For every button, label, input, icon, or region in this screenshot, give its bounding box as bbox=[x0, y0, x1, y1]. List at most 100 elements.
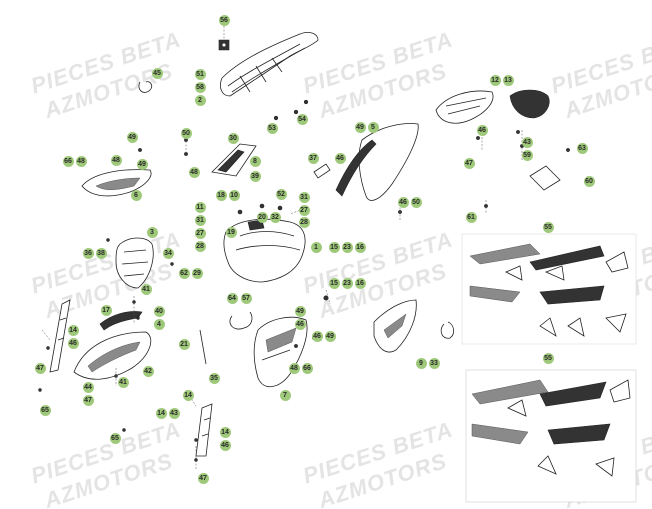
fuel-tank-part bbox=[223, 218, 306, 283]
seat-part bbox=[220, 32, 319, 97]
callout-3: 3 bbox=[146, 226, 158, 238]
hook-part bbox=[138, 81, 153, 93]
callout-65a: 65 bbox=[39, 404, 51, 416]
callout-48a: 48 bbox=[75, 155, 87, 167]
fork-guard-right-part bbox=[195, 403, 213, 457]
small-clip-part bbox=[313, 163, 331, 179]
callout-23b: 23 bbox=[341, 277, 353, 289]
callout-49c: 49 bbox=[136, 158, 148, 170]
callout-8: 8 bbox=[249, 155, 261, 167]
callout-46g: 46 bbox=[219, 439, 231, 451]
callout-2: 2 bbox=[194, 94, 206, 106]
callout-64: 64 bbox=[226, 292, 238, 304]
reflector-part bbox=[529, 165, 561, 191]
callout-30: 30 bbox=[227, 132, 239, 144]
callout-51: 51 bbox=[194, 68, 206, 80]
callout-48b: 48 bbox=[110, 154, 122, 166]
callout-16b: 16 bbox=[354, 277, 366, 289]
callout-42: 42 bbox=[142, 365, 154, 377]
callout-47d: 47 bbox=[197, 472, 209, 484]
callout-41b: 41 bbox=[117, 376, 129, 388]
side-air-cover-part bbox=[373, 299, 417, 353]
fasteners bbox=[38, 99, 570, 462]
callout-14a: 14 bbox=[67, 324, 79, 336]
callout-43: 43 bbox=[521, 136, 533, 148]
callout-15b: 15 bbox=[328, 277, 340, 289]
callout-48c: 48 bbox=[188, 166, 200, 178]
fork-guard-left-part bbox=[49, 299, 71, 373]
radiator-cover-small-part bbox=[211, 143, 257, 177]
callout-66b: 66 bbox=[301, 362, 313, 374]
callout-60: 60 bbox=[583, 175, 595, 187]
rear-side-panel-part bbox=[335, 123, 419, 201]
headlight-cover-part bbox=[115, 237, 154, 289]
callout-62: 62 bbox=[178, 267, 190, 279]
callout-43b: 43 bbox=[168, 407, 180, 419]
callout-57: 57 bbox=[240, 292, 252, 304]
callout-12: 12 bbox=[489, 74, 501, 86]
callout-49a: 49 bbox=[354, 121, 366, 133]
callout-46a: 46 bbox=[476, 124, 488, 136]
callout-56: 56 bbox=[218, 14, 230, 26]
callout-48d: 48 bbox=[288, 362, 300, 374]
callout-41a: 41 bbox=[140, 283, 152, 295]
callout-49d: 49 bbox=[294, 305, 306, 317]
callout-17: 17 bbox=[100, 304, 112, 316]
callout-1: 1 bbox=[310, 241, 322, 253]
callout-13: 13 bbox=[502, 74, 514, 86]
grommet-part bbox=[440, 321, 454, 339]
decal-sheet-1 bbox=[461, 233, 637, 345]
callout-27b: 27 bbox=[194, 227, 206, 239]
callout-23a: 23 bbox=[341, 241, 353, 253]
callout-14d: 14 bbox=[219, 426, 231, 438]
callout-5: 5 bbox=[367, 121, 379, 133]
callout-14c: 14 bbox=[155, 407, 167, 419]
callout-49b: 49 bbox=[126, 131, 138, 143]
callout-6: 6 bbox=[130, 189, 142, 201]
callout-47c: 47 bbox=[82, 394, 94, 406]
callout-46c: 46 bbox=[397, 196, 409, 208]
callout-52: 52 bbox=[275, 188, 287, 200]
callout-31a: 31 bbox=[298, 191, 310, 203]
callout-18: 18 bbox=[215, 189, 227, 201]
callout-55b: 55 bbox=[542, 352, 554, 364]
callout-27a: 27 bbox=[298, 204, 310, 216]
callout-55a: 55 bbox=[542, 221, 554, 233]
callout-59: 59 bbox=[521, 149, 533, 161]
callout-39: 39 bbox=[249, 170, 261, 182]
callout-28b: 28 bbox=[194, 240, 206, 252]
callout-21: 21 bbox=[178, 338, 190, 350]
hose-part bbox=[229, 311, 253, 330]
callout-36: 36 bbox=[82, 247, 94, 259]
callout-53: 53 bbox=[266, 122, 278, 134]
callout-47a: 47 bbox=[463, 157, 475, 169]
callout-34: 34 bbox=[162, 247, 174, 259]
lead-lines bbox=[41, 26, 523, 470]
callout-38: 38 bbox=[95, 247, 107, 259]
left-side-panel-part bbox=[81, 169, 152, 197]
callout-54: 54 bbox=[296, 113, 308, 125]
seat-bracket-part bbox=[218, 39, 230, 51]
decal-sheet-2 bbox=[465, 369, 637, 503]
callout-32: 32 bbox=[269, 211, 281, 223]
callout-33: 33 bbox=[428, 357, 440, 369]
callout-46d: 46 bbox=[294, 318, 306, 330]
callout-49e: 49 bbox=[324, 330, 336, 342]
callout-66a: 66 bbox=[62, 155, 74, 167]
radiator-scoop-part bbox=[253, 316, 308, 387]
callout-35: 35 bbox=[208, 372, 220, 384]
callout-58: 58 bbox=[194, 81, 206, 93]
callout-20: 20 bbox=[256, 211, 268, 223]
callout-14b: 14 bbox=[182, 389, 194, 401]
callout-47b: 47 bbox=[34, 362, 46, 374]
callout-7: 7 bbox=[279, 389, 291, 401]
callout-63: 63 bbox=[576, 142, 588, 154]
callout-16a: 16 bbox=[354, 241, 366, 253]
callout-44: 44 bbox=[82, 381, 94, 393]
callout-50b: 50 bbox=[410, 196, 422, 208]
callout-31b: 31 bbox=[194, 214, 206, 226]
callout-40: 40 bbox=[153, 305, 165, 317]
callout-29: 29 bbox=[191, 267, 203, 279]
